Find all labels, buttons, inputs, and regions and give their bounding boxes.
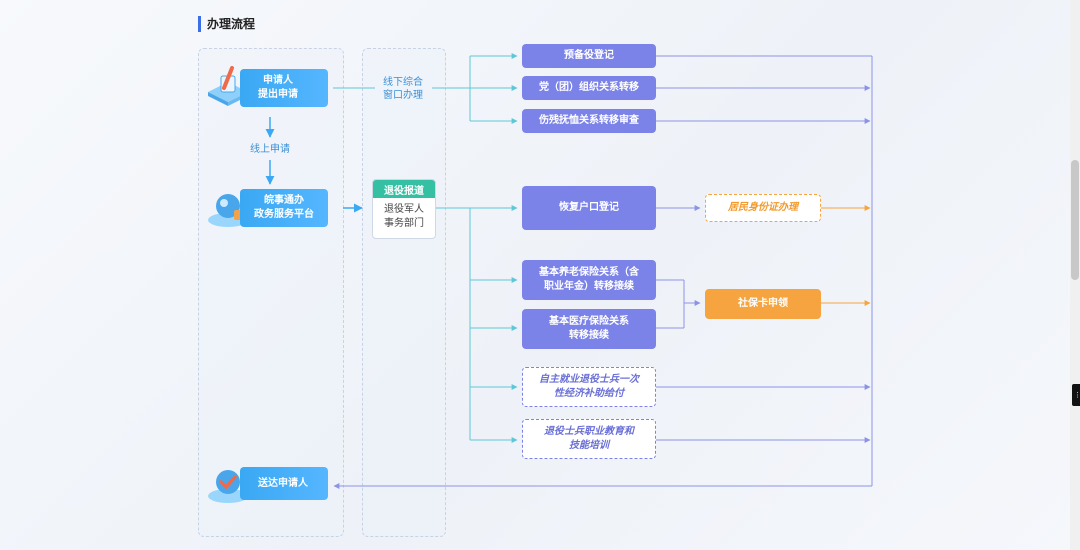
household-registration-box: 恢复户口登记 [522,186,656,230]
offline-window-label: 线下综合 窗口办理 [383,77,423,101]
section-title: 办理流程 [198,16,255,32]
vertical-scrollbar[interactable] [1070,0,1080,550]
dept-card-title: 退役报道 [373,180,435,198]
platform-icon [204,186,252,230]
pension-insurance-box: 基本养老保险关系（含 职业年金）转移接续 [522,260,656,300]
deliver-box: 送达申请人 [240,467,328,500]
side-panel-handle[interactable]: ⋮ [1072,384,1080,406]
lane-window [362,48,446,537]
dept-card-body: 退役军人 事务部门 [384,204,424,229]
vocational-training-box: 退役士兵职业教育和 技能培训 [522,419,656,459]
disability-pension-box: 伤残抚恤关系转移审查 [522,109,656,133]
deliver-icon [204,464,252,506]
apply-box: 申请人 提出申请 [240,69,328,107]
handle-grip-icon: ⋮ [1074,391,1080,399]
reserve-registration-box: 预备役登记 [522,44,656,68]
social-card-box: 社保卡申领 [705,289,821,319]
online-apply-label: 线上申请 [250,144,290,155]
party-transfer-box: 党（团）组织关系转移 [522,76,656,100]
id-card-box: 居民身份证办理 [705,194,821,222]
applicant-icon [204,64,252,108]
medical-insurance-box: 基本医疗保险关系 转移接续 [522,309,656,349]
scrollbar-thumb[interactable] [1071,160,1079,280]
subsidy-box: 自主就业退役士兵一次 性经济补助给付 [522,367,656,407]
platform-box: 皖事通办 政务服务平台 [240,189,328,227]
veteran-dept-card: 退役报道 退役军人 事务部门 [372,179,436,239]
